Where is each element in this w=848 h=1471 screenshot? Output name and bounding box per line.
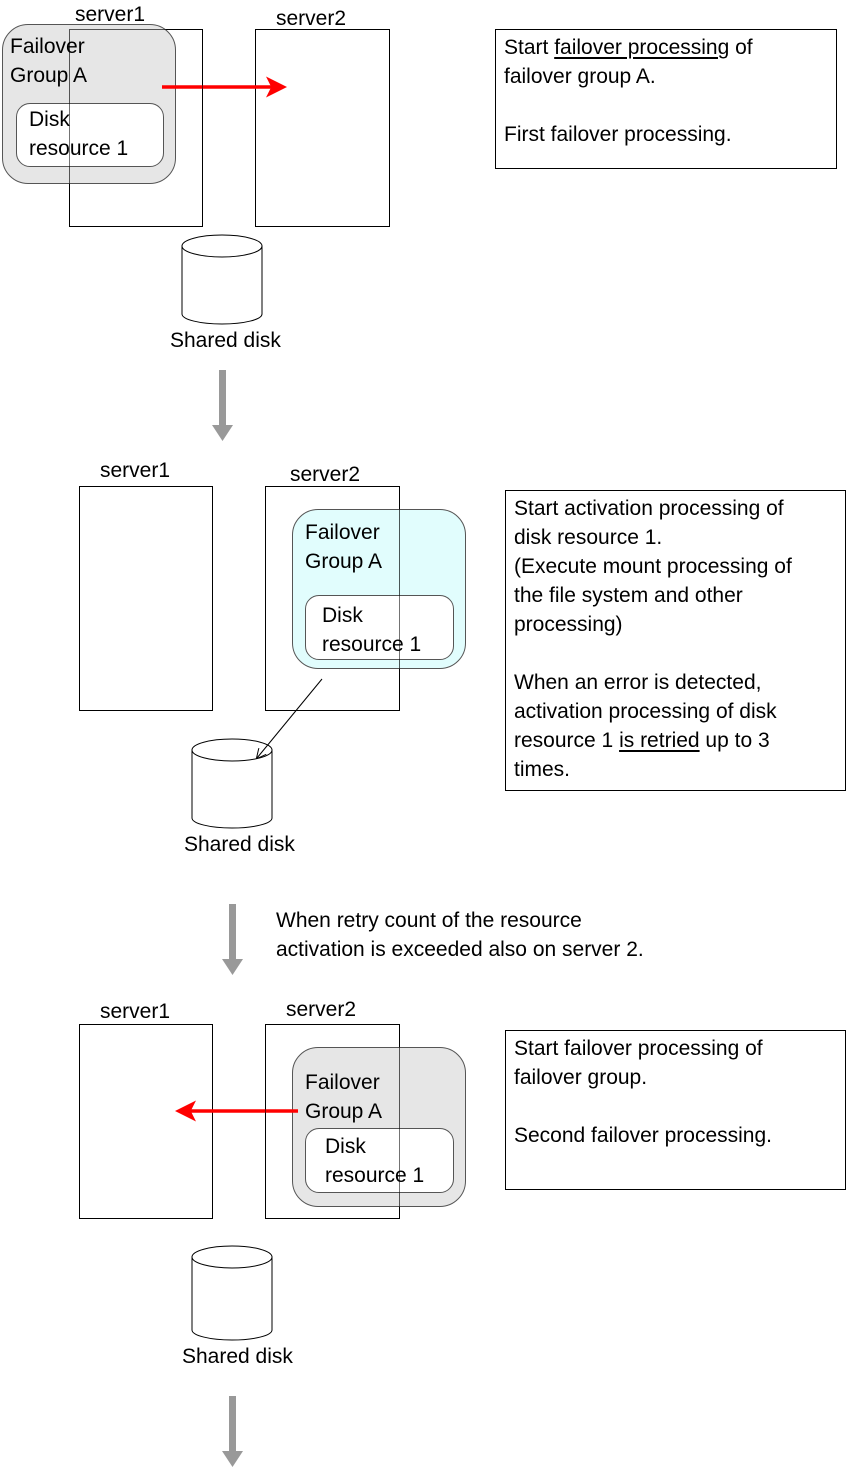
- caption-text: When retry count of the resource: [276, 909, 582, 932]
- server1-label: server1: [100, 459, 171, 482]
- activation-arrow: [257, 678, 323, 758]
- note-underlined-term: is retried: [619, 729, 700, 752]
- step-3-note: Start failover processing of failover gr…: [505, 1030, 846, 1190]
- shared-disk-icon: [181, 234, 263, 325]
- note-text: Second failover processing.: [514, 1124, 772, 1147]
- step-down-arrow: [212, 370, 233, 441]
- step-1-note: Start failover processing of failover gr…: [495, 29, 837, 169]
- shared-disk-icon: [191, 1245, 273, 1341]
- caption-text: activation is exceeded also on server 2.: [276, 938, 644, 961]
- server2-box: [255, 29, 390, 227]
- server1-label: server1: [100, 1000, 171, 1023]
- note-text: activation processing of disk: [514, 700, 777, 723]
- server2-label: server2: [286, 998, 357, 1021]
- server2-label: server2: [276, 7, 347, 30]
- shared-disk-label: Shared disk: [184, 833, 295, 856]
- note-text: times.: [514, 758, 571, 781]
- note-text: of: [729, 36, 753, 59]
- step-down-arrow: [222, 1396, 243, 1467]
- note-text: resource 1: [514, 729, 620, 752]
- step-2-note: Start activation processing of disk reso…: [505, 490, 846, 791]
- note-text: First failover processing.: [504, 123, 732, 146]
- server1-box: [79, 486, 213, 711]
- note-text: disk resource 1.: [514, 526, 663, 549]
- shared-disk-label: Shared disk: [182, 1345, 293, 1368]
- shared-disk-icon: [191, 738, 273, 829]
- note-text: processing): [514, 613, 623, 636]
- note-text: When an error is detected,: [514, 671, 762, 694]
- note-text: Start failover processing of: [514, 1037, 763, 1060]
- note-underlined-term: failover processing: [554, 36, 730, 59]
- shared-disk-label: Shared disk: [170, 329, 281, 352]
- note-text: Start: [504, 36, 555, 59]
- server1-box: [79, 1024, 213, 1219]
- note-text: Start activation processing of: [514, 497, 784, 520]
- transition-caption: When retry count of the resource activat…: [276, 906, 644, 964]
- note-text: failover group.: [514, 1066, 648, 1089]
- step-down-arrow: [222, 904, 243, 975]
- note-text: the file system and other: [514, 584, 743, 607]
- server2-label: server2: [290, 463, 361, 486]
- server1-label: server1: [75, 3, 146, 26]
- note-text: (Execute mount processing of: [514, 555, 792, 578]
- note-text: up to 3: [699, 729, 770, 752]
- note-text: failover group A.: [504, 65, 656, 88]
